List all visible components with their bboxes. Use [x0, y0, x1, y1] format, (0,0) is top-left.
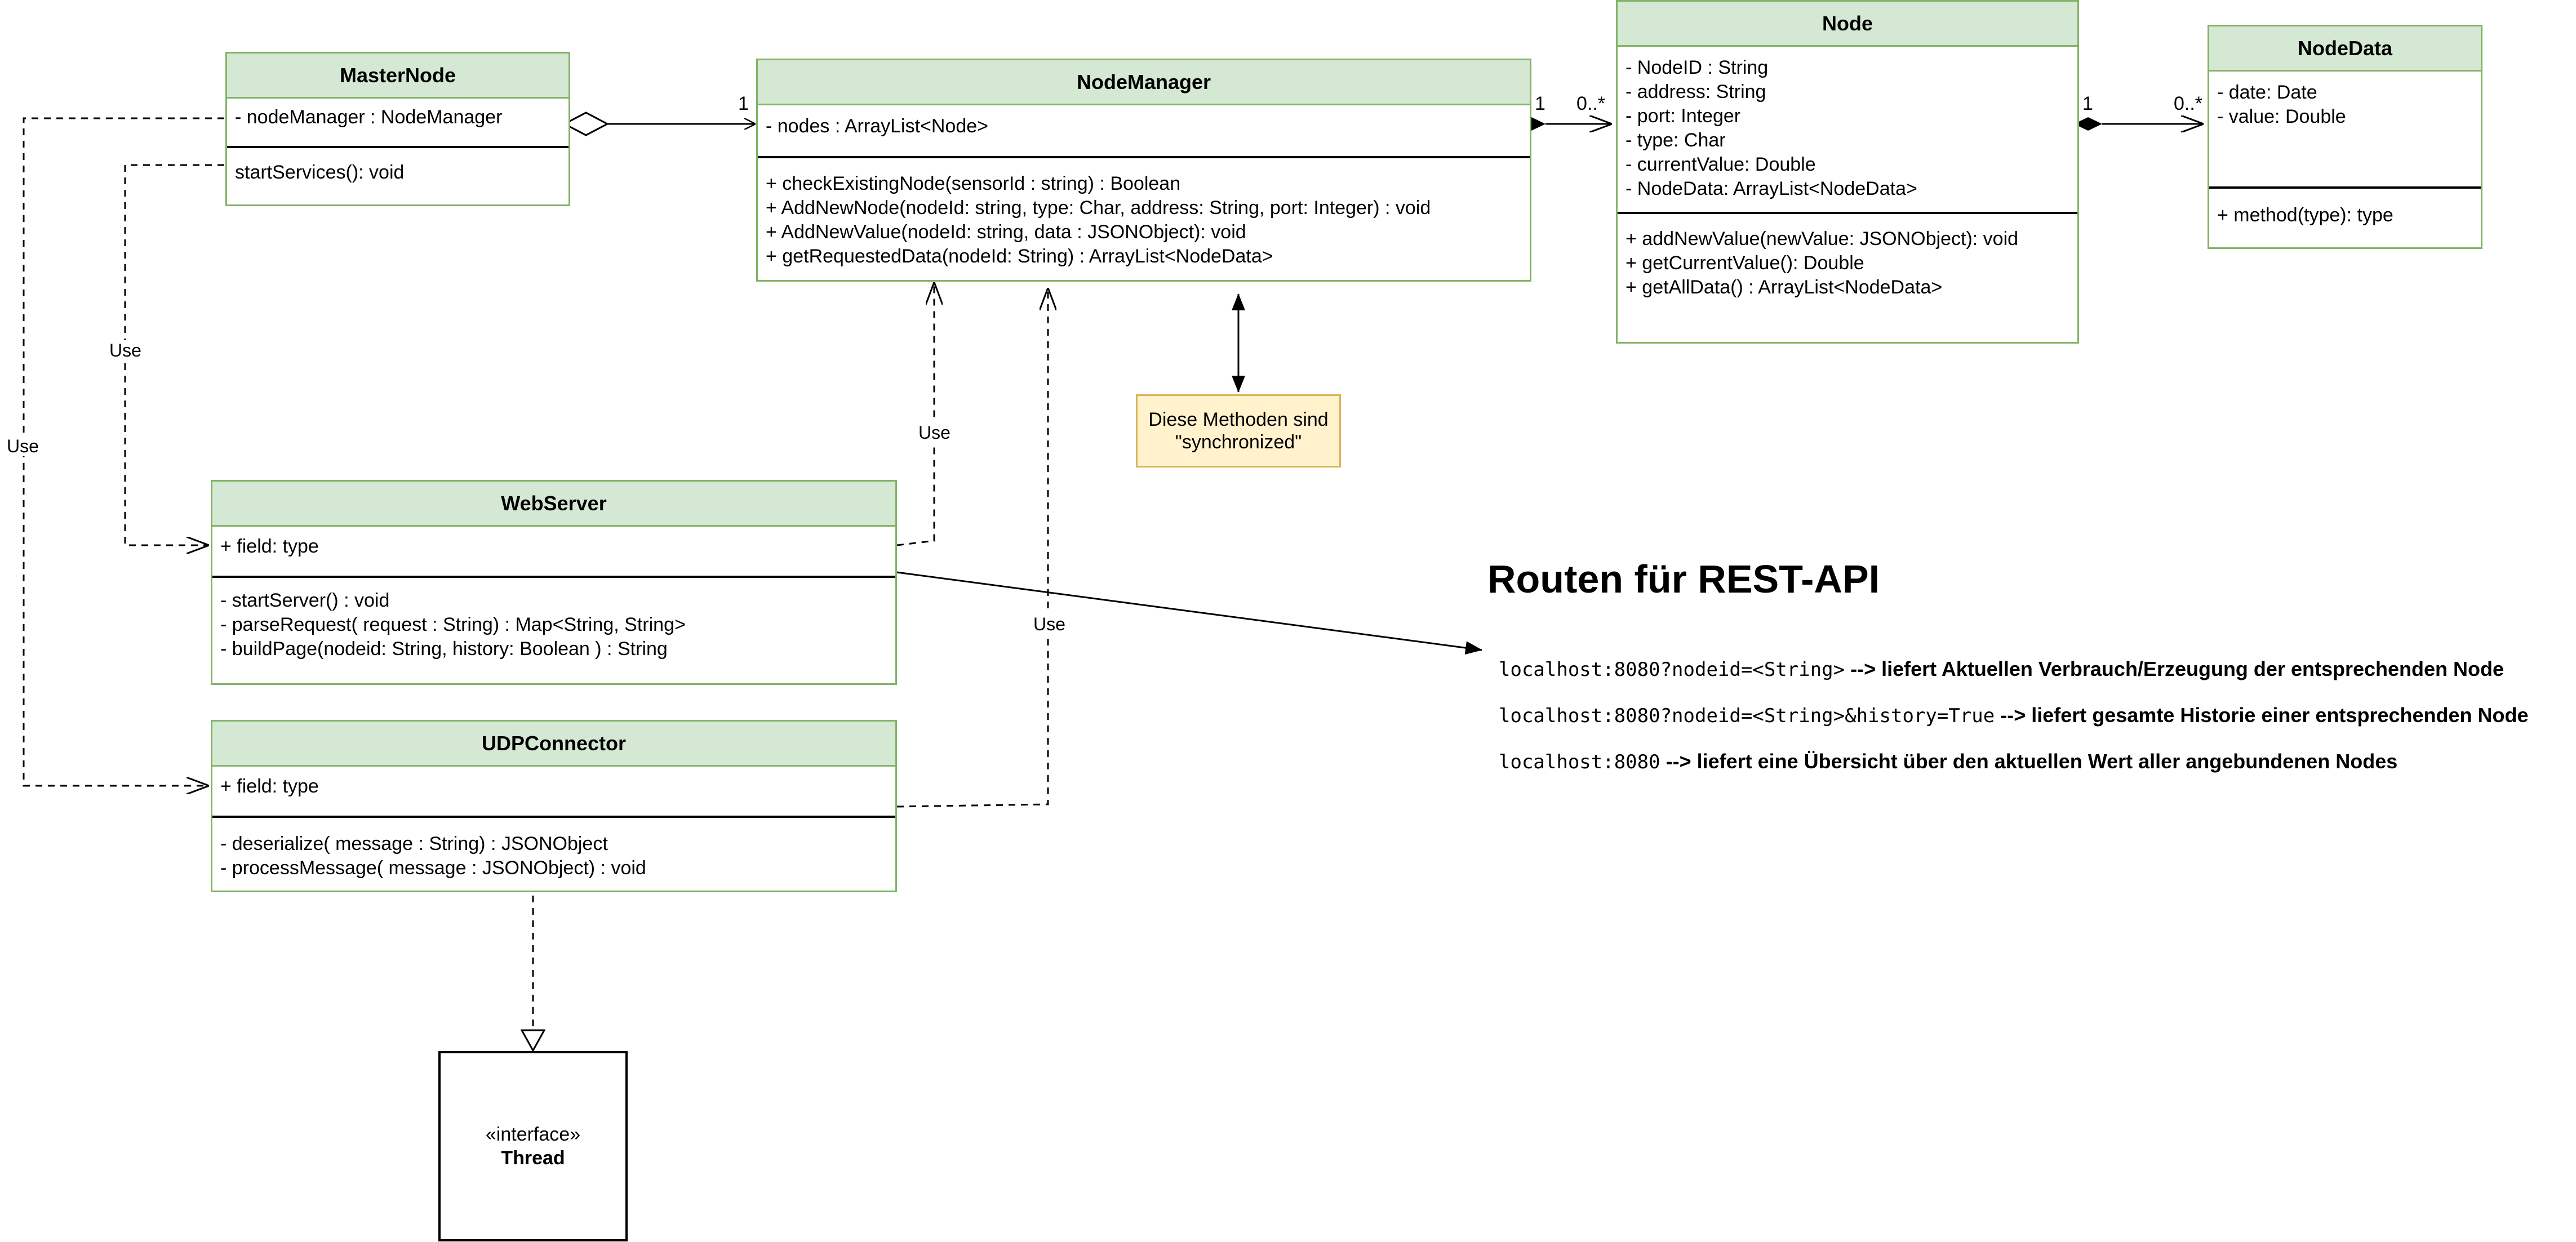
- multiplicity-label: 0..*: [1576, 93, 1606, 114]
- class-node-manager[interactable]: NodeManager - nodes : ArrayList<Node> + …: [756, 59, 1531, 282]
- divider: [212, 816, 895, 818]
- method: + getRequestedData(nodeId: String) : Arr…: [766, 246, 1273, 267]
- method: - deserialize( message : String) : JSONO…: [220, 833, 608, 854]
- divider: [227, 146, 569, 148]
- attributes-section: - nodes : ArrayList<Node>: [758, 114, 1530, 139]
- attribute: - date: Date: [2217, 82, 2317, 103]
- methods-section: + method(type): type: [2209, 203, 2481, 228]
- method: + getCurrentValue(): Double: [1625, 252, 1864, 274]
- class-title: NodeManager: [758, 60, 1530, 105]
- routes-title: Routen für REST-API: [1487, 557, 1880, 601]
- attribute: - nodeManager : NodeManager: [235, 106, 503, 128]
- methods-section: - deserialize( message : String) : JSONO…: [212, 832, 895, 880]
- divider: [212, 576, 895, 578]
- method: + AddNewNode(nodeId: string, type: Char,…: [766, 197, 1431, 219]
- method: + checkExistingNode(sensorId : string) :…: [766, 173, 1181, 194]
- divider: [1618, 212, 2077, 214]
- attribute: - address: String: [1625, 81, 1766, 103]
- multiplicity-label: 0..*: [2174, 93, 2203, 114]
- method: startServices(): void: [235, 162, 405, 183]
- attribute: - port: Integer: [1625, 105, 1741, 127]
- attribute: - currentValue: Double: [1625, 154, 1816, 175]
- methods-section: + checkExistingNode(sensorId : string) :…: [758, 172, 1530, 269]
- attributes-section: - NodeID : String - address: String - po…: [1618, 56, 2077, 201]
- methods-section: startServices(): void: [227, 161, 569, 185]
- class-title: MasterNode: [227, 54, 569, 99]
- multiplicity-label: 1: [1535, 93, 1545, 114]
- route-path: localhost:8080?nodeid=<String>&history=T…: [1499, 705, 1995, 727]
- class-title: WebServer: [212, 482, 895, 527]
- method: - buildPage(nodeid: String, history: Boo…: [220, 638, 668, 660]
- attribute: - type: Char: [1625, 130, 1726, 151]
- method: - startServer() : void: [220, 590, 390, 611]
- method: + AddNewValue(nodeId: string, data : JSO…: [766, 221, 1246, 243]
- divider: [2209, 186, 2481, 189]
- multiplicity-label: 1: [738, 93, 749, 114]
- attribute: - NodeID : String: [1625, 57, 1769, 78]
- use-label-master-udpconnector: Use: [6, 436, 40, 456]
- route-line: localhost:8080?nodeid=<String> --> liefe…: [1487, 632, 2504, 682]
- use-label-udpconnector-nodemanager: Use: [1032, 614, 1067, 634]
- method: + method(type): type: [2217, 204, 2393, 226]
- divider: [758, 156, 1530, 158]
- methods-section: - startServer() : void - parseRequest( r…: [212, 589, 895, 661]
- class-title: UDPConnector: [212, 722, 895, 767]
- note-line: Diese Methoden sind: [1148, 409, 1329, 430]
- use-edge-webserver-nodemanager: [896, 283, 934, 546]
- attribute: - value: Double: [2217, 106, 2346, 127]
- use-label-master-webserver: Use: [108, 340, 143, 360]
- attribute: + field: type: [220, 536, 319, 557]
- attributes-section: + field: type: [212, 774, 895, 799]
- synchronized-note[interactable]: Diese Methoden sind "synchronized": [1136, 394, 1341, 468]
- use-label-webserver-nodemanager: Use: [917, 422, 952, 443]
- route-description: --> liefert gesamte Historie einer entsp…: [1995, 704, 2529, 727]
- method: + getAllData() : ArrayList<NodeData>: [1625, 277, 1943, 298]
- route-path: localhost:8080?nodeid=<String>: [1499, 658, 1845, 681]
- interface-stereotype: «interface»: [485, 1124, 581, 1145]
- aggregation-master-nodemanager: [562, 112, 755, 136]
- class-udp-connector[interactable]: UDPConnector + field: type - deserialize…: [211, 720, 897, 892]
- class-title: Node: [1618, 2, 2077, 47]
- interface-name: Thread: [501, 1147, 565, 1169]
- attribute: - NodeData: ArrayList<NodeData>: [1625, 178, 1917, 199]
- class-title: NodeData: [2209, 26, 2481, 72]
- attributes-section: - date: Date - value: Double: [2209, 81, 2481, 129]
- route-description: --> liefert Aktuellen Verbrauch/Erzeugun…: [1845, 657, 2504, 680]
- route-line: localhost:8080 --> liefert eine Übersich…: [1487, 724, 2397, 774]
- note-line: "synchronized": [1175, 431, 1302, 453]
- class-web-server[interactable]: WebServer + field: type - startServer() …: [211, 480, 897, 685]
- composition-nodemanager-node: [1517, 117, 1611, 131]
- webserver-routes-link: [892, 571, 1482, 655]
- class-node[interactable]: Node - NodeID : String - address: String…: [1616, 0, 2079, 344]
- class-node-data[interactable]: NodeData - date: Date - value: Double + …: [2208, 25, 2482, 249]
- method: - processMessage( message : JSONObject) …: [220, 857, 646, 879]
- route-line: localhost:8080?nodeid=<String>&history=T…: [1487, 678, 2529, 728]
- composition-node-nodedata: [2074, 117, 2203, 131]
- method: + addNewValue(newValue: JSONObject): voi…: [1625, 228, 2019, 250]
- attributes-section: + field: type: [212, 535, 895, 559]
- attribute: + field: type: [220, 776, 319, 797]
- class-master-node[interactable]: MasterNode - nodeManager : NodeManager s…: [225, 52, 570, 206]
- multiplicity-label: 1: [2082, 93, 2093, 114]
- use-edge-udpconnector-nodemanager: [896, 288, 1048, 808]
- attributes-section: - nodeManager : NodeManager: [227, 105, 569, 130]
- attribute: - nodes : ArrayList<Node>: [766, 115, 989, 137]
- method: - parseRequest( request : String) : Map<…: [220, 614, 686, 635]
- interface-thread[interactable]: «interface» Thread: [438, 1051, 628, 1241]
- route-path: localhost:8080: [1499, 751, 1660, 773]
- methods-section: + addNewValue(newValue: JSONObject): voi…: [1618, 227, 2077, 300]
- use-edge-master-udpconnector: [23, 117, 224, 786]
- route-description: --> liefert eine Übersicht über den aktu…: [1660, 750, 2398, 773]
